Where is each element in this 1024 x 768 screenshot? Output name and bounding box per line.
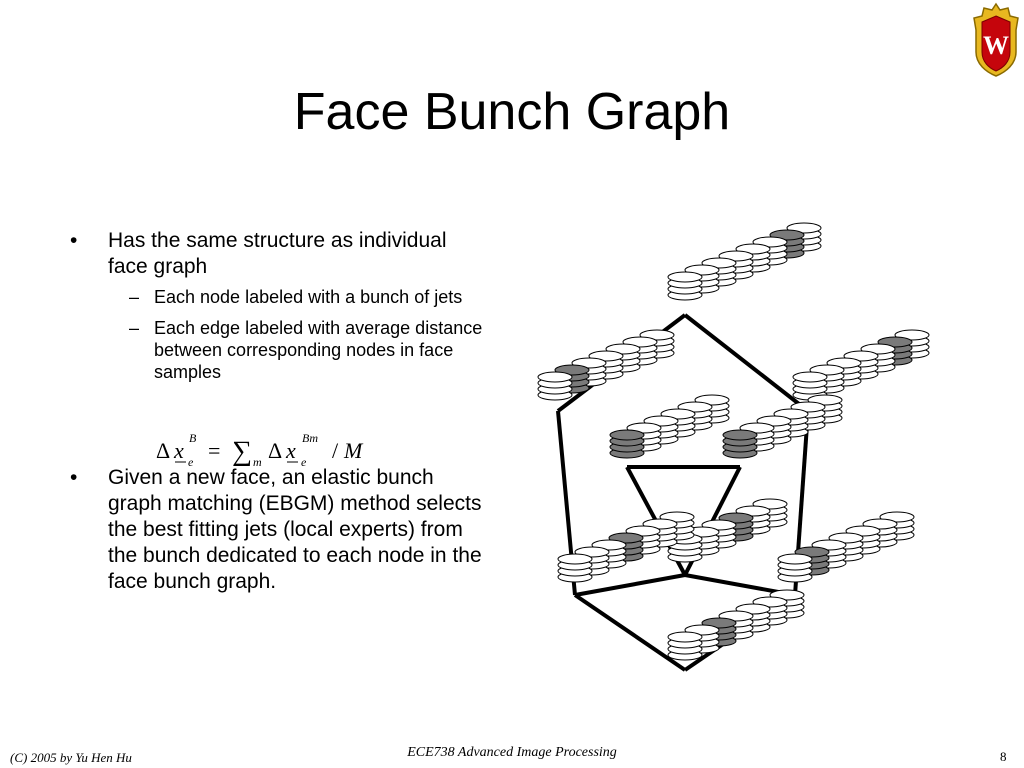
- logo-letter: W: [983, 31, 1009, 60]
- node-bunch: [667, 222, 822, 301]
- node-bunch: [667, 589, 805, 661]
- jet-stack: [777, 553, 813, 583]
- node-bunch: [609, 394, 730, 459]
- jet-stack: [722, 429, 758, 459]
- bullet-2-text: Given a new face, an elastic bunch graph…: [108, 466, 482, 593]
- jet-disk: [537, 371, 573, 383]
- slide-title: Face Bunch Graph: [293, 83, 731, 141]
- jet-stack: [609, 429, 645, 459]
- uw-crest-logo: W: [973, 2, 1019, 77]
- bullet-1-text: Has the same structure as individual fac…: [108, 229, 447, 278]
- M-variable: M: [343, 438, 364, 463]
- jet-disk: [777, 553, 813, 565]
- jet-stack: [667, 271, 703, 301]
- face-bunch-graph-diagram: [537, 222, 930, 672]
- delta-symbol: Δ: [156, 438, 170, 463]
- jet-stack: [667, 631, 703, 661]
- graph-edge: [683, 313, 810, 413]
- jet-disk: [667, 631, 703, 643]
- footer-copyright: (C) 2005 by Yu Hen Hu: [10, 750, 132, 765]
- jet-disk: [722, 429, 758, 441]
- dash-marker: –: [129, 287, 140, 307]
- x-variable: x: [173, 438, 184, 463]
- bullet-2: • Given a new face, an elastic bunch gra…: [70, 465, 490, 595]
- graph-edge: [574, 573, 686, 597]
- bullet-marker: •: [70, 466, 78, 489]
- sum-symbol: ∑: [232, 436, 252, 467]
- sub-bullet-2: – Each edge labeled with average distanc…: [70, 317, 490, 383]
- slash: /: [332, 438, 339, 463]
- jet-disk: [667, 271, 703, 283]
- x-variable: x: [285, 438, 296, 463]
- footer-course: ECE738 Advanced Image Processing: [407, 745, 617, 760]
- node-bunch: [537, 329, 675, 401]
- jet-stack: [557, 553, 593, 583]
- jet-disk: [792, 371, 828, 383]
- sub-bullet-2-text: Each edge labeled with average distance …: [154, 318, 483, 382]
- node-bunch: [557, 511, 695, 583]
- sub-bullet-1: – Each node labeled with a bunch of jets: [70, 286, 490, 308]
- equals-sign: =: [208, 438, 220, 463]
- superscript: B: [189, 431, 197, 445]
- sub-bullet-1-text: Each node labeled with a bunch of jets: [154, 287, 463, 307]
- subscript: e: [301, 455, 307, 469]
- sum-index: m: [253, 455, 262, 469]
- node-bunch: [777, 511, 915, 583]
- bullet-marker: •: [70, 229, 78, 252]
- jet-disk: [557, 553, 593, 565]
- node-bunch: [792, 329, 930, 401]
- node-bunch: [722, 394, 843, 459]
- superscript: Bm: [302, 431, 318, 445]
- jet-stack: [537, 371, 573, 401]
- delta-symbol: Δ: [268, 438, 282, 463]
- dash-marker: –: [129, 318, 140, 338]
- graph-edge: [573, 593, 687, 672]
- jet-disk: [609, 429, 645, 441]
- page-number: 8: [1000, 749, 1007, 764]
- subscript: e: [188, 455, 194, 469]
- average-distance-formula: Δ x B e = ∑ m Δ x Bm e / M: [156, 431, 364, 469]
- bullet-1: • Has the same structure as individual f…: [70, 228, 490, 280]
- slide-body: • Has the same structure as individual f…: [70, 228, 490, 595]
